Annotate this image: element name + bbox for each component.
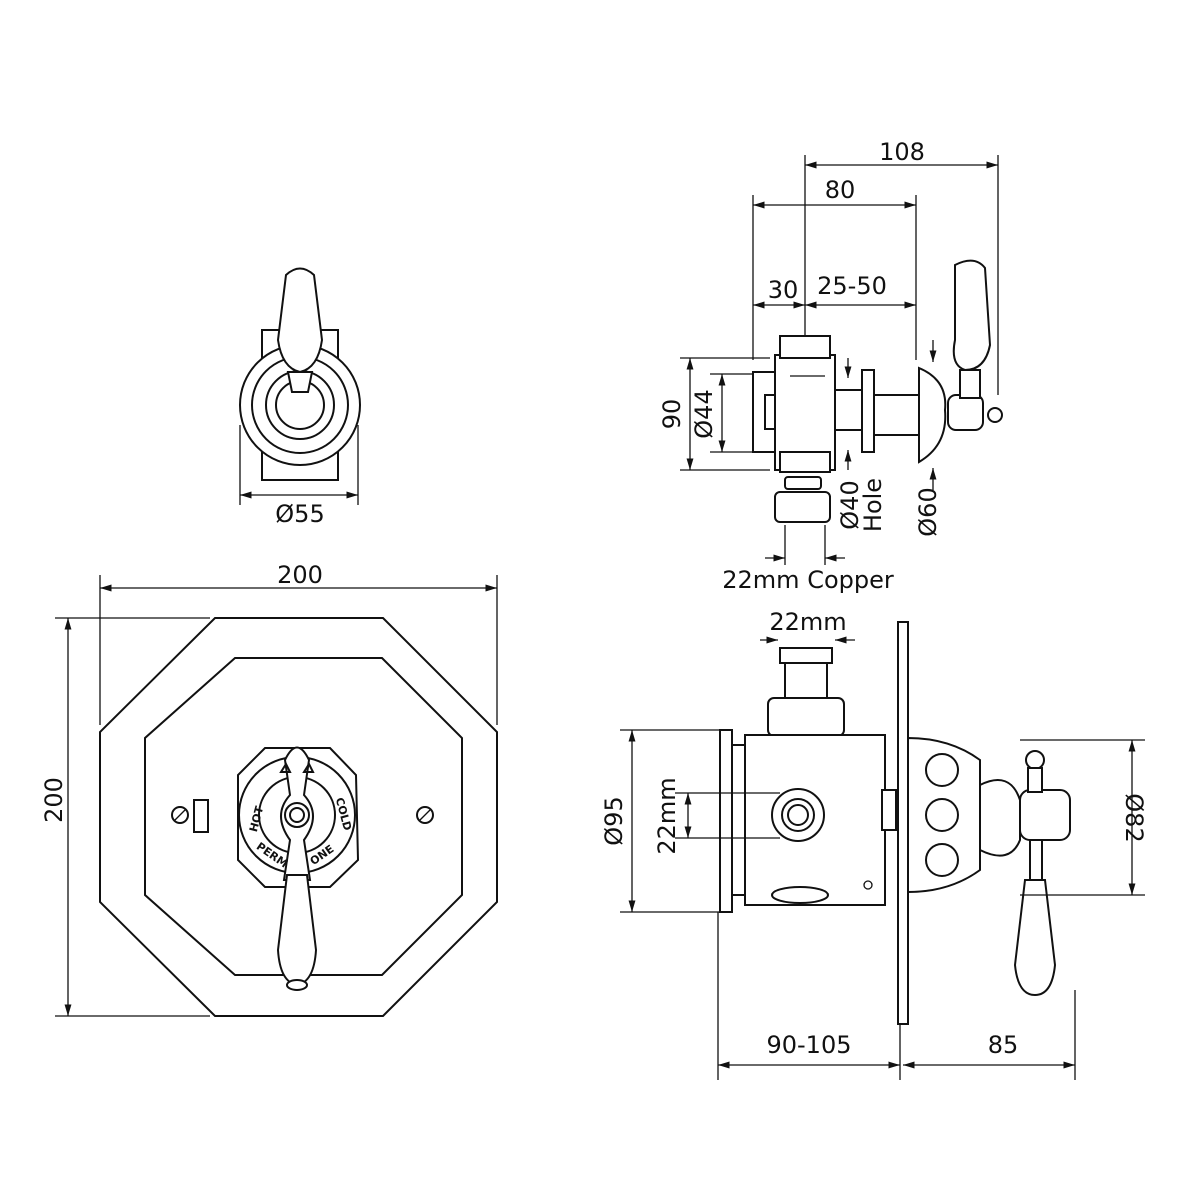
dim-plate-height: 200 — [40, 777, 68, 823]
dim-inlet-top: 22mm — [769, 608, 846, 636]
dim-side-overall: 108 — [879, 138, 925, 166]
side-elevation: 22mm Ø95 22mm — [600, 608, 1148, 1080]
dim-projection: 85 — [988, 1031, 1019, 1059]
dim-inlet-side: 22mm — [653, 777, 681, 854]
dim-side-30: 30 — [768, 276, 799, 304]
top-front-view: Ø55 — [239, 267, 361, 528]
dim-wall-range: 25-50 — [817, 272, 887, 300]
plate-front-view: 200 200 HOT COLD PERM ONE — [40, 561, 498, 1017]
dim-copper-pipe: 22mm Copper — [722, 566, 894, 594]
dim-side-height: 90 — [658, 399, 686, 430]
dim-flange-diameter: Ø60 — [914, 487, 942, 536]
dim-side-80: 80 — [825, 176, 856, 204]
dim-hole-label: Hole — [859, 478, 887, 532]
dim-plate-width: 200 — [277, 561, 323, 589]
dim-body-diameter: Ø95 — [600, 796, 628, 845]
dim-side-body-diameter: Ø44 — [690, 389, 718, 438]
dim-depth-range: 90-105 — [766, 1031, 851, 1059]
dim-handle-rose-diameter: Ø82 — [1120, 793, 1148, 842]
dim-hole-diameter: Ø40 — [836, 480, 864, 529]
side-view: 108 80 30 25-50 90 Ø44 Ø40 — [658, 138, 1003, 594]
dim-top-diameter: Ø55 — [275, 500, 324, 528]
